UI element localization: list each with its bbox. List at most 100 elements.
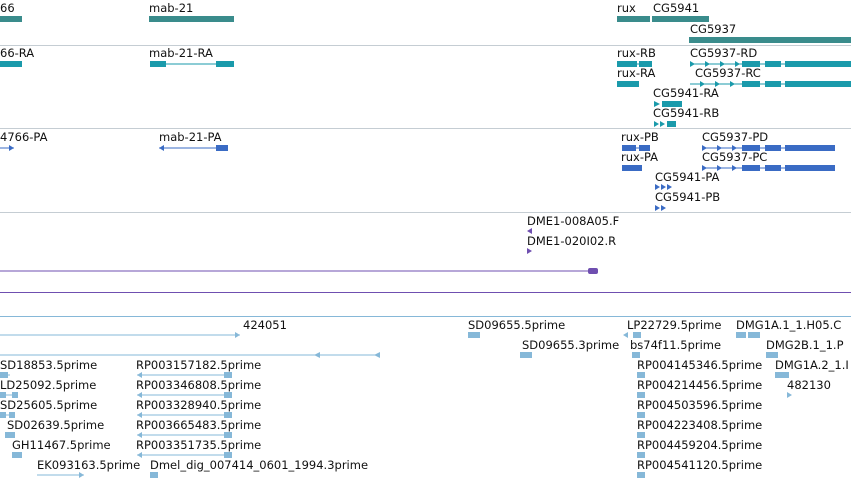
transcript-label: CG5941-RA: [653, 86, 719, 100]
protein-cg5941-pa[interactable]: [655, 184, 672, 190]
transcript-label: CG5937-RC: [695, 66, 761, 80]
est-rp004223408[interactable]: [637, 432, 645, 438]
transcript-label: CG5941-RB: [653, 106, 720, 120]
est-label: RP004459204.5prime: [637, 438, 763, 452]
gene-cg5937[interactable]: [689, 37, 851, 43]
gene-label: CG5941: [653, 1, 700, 15]
est-label: RP004541120.5prime: [637, 458, 763, 472]
gene-label: CG5937: [690, 22, 737, 36]
est-left-span[interactable]: [0, 352, 380, 358]
est-sd09655-5prime[interactable]: [468, 332, 480, 338]
protein-cg5937-pc[interactable]: [702, 165, 835, 171]
est-rp003157182[interactable]: [137, 372, 232, 378]
est-label: SD09655.3prime: [522, 338, 620, 352]
transcript-mab-21-ra[interactable]: [150, 61, 234, 67]
est-dmg1a2[interactable]: [775, 372, 789, 378]
est-dmg1a-h05[interactable]: [736, 332, 760, 338]
est-rp004459204[interactable]: [637, 452, 645, 458]
protein-rux-pb[interactable]: [622, 145, 650, 151]
gene-66[interactable]: [0, 16, 22, 22]
est-ek093163[interactable]: [37, 472, 84, 478]
est-rp004541120[interactable]: [637, 472, 645, 478]
est-rp004214456[interactable]: [637, 392, 645, 398]
gene-label: mab-21: [149, 1, 194, 15]
protein-label: mab-21-PA: [159, 130, 222, 144]
protein-mab-21-pa[interactable]: [159, 145, 228, 151]
est-sd02639[interactable]: [5, 432, 15, 438]
est-lp22729[interactable]: [623, 332, 641, 338]
est-rp003346808[interactable]: [137, 392, 232, 398]
est-label: EK093163.5prime: [37, 458, 141, 472]
est-dmg2b[interactable]: [766, 352, 778, 358]
gene-mab-21[interactable]: [149, 16, 234, 22]
clone-dme1-008a05-f[interactable]: [527, 228, 532, 234]
gene-rux[interactable]: [617, 16, 650, 22]
est-sd09655-3prime[interactable]: [520, 352, 532, 358]
est-label: LD25092.5prime: [0, 378, 97, 392]
est-label: LP22729.5prime: [627, 318, 722, 332]
est-label: 482130: [787, 378, 831, 392]
transcript-cg5941-ra[interactable]: [654, 101, 682, 107]
est-rp004145346[interactable]: [637, 372, 645, 378]
est-rp003351735[interactable]: [137, 452, 232, 458]
transcript-label: CG5937-RD: [690, 46, 758, 60]
est-label: GH11467.5prime: [12, 438, 111, 452]
est-label: SD09655.5prime: [468, 318, 566, 332]
transcript-label: 66-RA: [0, 46, 35, 60]
clone-label: DME1-020I02.R: [527, 234, 617, 248]
transcript-rux-rb[interactable]: [617, 61, 652, 67]
est-label: SD02639.5prime: [7, 418, 105, 432]
transcript-label: mab-21-RA: [149, 46, 213, 60]
est-label: RP004214456.5prime: [637, 378, 763, 392]
est-label: 424051: [243, 318, 287, 332]
transcript-66-ra[interactable]: [0, 61, 22, 67]
est-482130[interactable]: [787, 392, 792, 398]
protein-4766-pa[interactable]: [0, 145, 14, 151]
est-label: RP003665483.5prime: [136, 418, 262, 432]
est-label: RP003157182.5prime: [136, 358, 262, 372]
transcript-label: rux-RA: [617, 66, 656, 80]
est-label: RP003328940.5prime: [136, 398, 262, 412]
protein-cg5941-pb[interactable]: [655, 205, 666, 211]
clone-label: DME1-008A05.F: [527, 214, 620, 228]
est-label: Dmel_dig_007414_0601_1994.3prime: [150, 458, 369, 472]
protein-label: rux-PB: [621, 130, 659, 144]
protein-label: CG5937-PC: [702, 150, 768, 164]
est-rp003328940[interactable]: [137, 412, 232, 418]
est-label: RP004223408.5prime: [637, 418, 763, 432]
transcript-cg5941-rb[interactable]: [654, 121, 676, 127]
clone-dme1-020i02-r[interactable]: [527, 248, 532, 254]
gene-label: 66: [0, 1, 15, 15]
protein-rux-pa[interactable]: [622, 165, 642, 171]
protein-label: CG5937-PD: [702, 130, 769, 144]
est-rp003665483[interactable]: [137, 432, 232, 438]
est-label: DMG1A.2_1.I: [775, 358, 849, 372]
est-sd18853[interactable]: [0, 372, 10, 378]
est-label: RP003346808.5prime: [136, 378, 262, 392]
transcript-cg5937-rd[interactable]: [690, 61, 851, 67]
est-424051[interactable]: [0, 332, 240, 338]
est-label: RP004145346.5prime: [637, 358, 763, 372]
transcript-cg5937-rc[interactable]: [690, 81, 851, 87]
est-ld25092[interactable]: [0, 392, 18, 398]
est-sd25605[interactable]: [0, 412, 15, 418]
est-dmel-dig[interactable]: [150, 472, 158, 478]
protein-label: rux-PA: [621, 150, 659, 164]
clone-span-line[interactable]: [0, 268, 598, 274]
est-label: SD18853.5prime: [0, 358, 98, 372]
est-bs74f11[interactable]: [632, 352, 640, 358]
est-label: RP004503596.5prime: [637, 398, 763, 412]
est-rp004503596[interactable]: [637, 412, 645, 418]
protein-label: 4766-PA: [0, 130, 48, 144]
est-gh11467[interactable]: [12, 452, 22, 458]
gene-label: rux: [617, 1, 636, 15]
gene-cg5941[interactable]: [652, 16, 709, 22]
transcript-rux-ra[interactable]: [617, 81, 639, 87]
est-label: DMG2B.1_1.P: [766, 338, 844, 352]
protein-label: CG5941-PA: [655, 170, 720, 184]
protein-cg5937-pd[interactable]: [702, 145, 835, 151]
est-label: bs74f11.5prime: [630, 338, 722, 352]
est-label: DMG1A.1_1.H05.C: [736, 318, 842, 332]
